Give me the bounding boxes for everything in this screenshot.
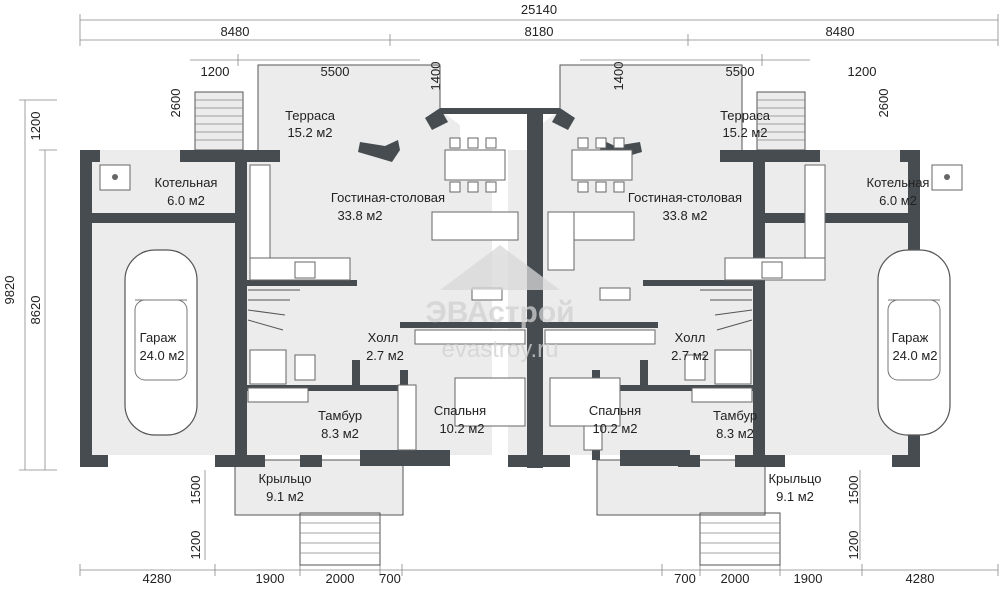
rooms-left: Терраса 15.2 м2 Котельная 6.0 м2 Гостина… xyxy=(139,108,486,504)
dim-bottom-7: 1900 xyxy=(794,571,823,586)
boiler-right-area: 6.0 м2 xyxy=(879,193,917,208)
bottom-dimensions xyxy=(79,564,999,576)
living-right-area: 33.8 м2 xyxy=(662,208,707,223)
terrace-left-area: 15.2 м2 xyxy=(287,125,332,140)
dim-bottom-8: 4280 xyxy=(906,571,935,586)
hall-right-area: 2.7 м2 xyxy=(671,348,709,363)
dim-right-terrace-offset: 1400 xyxy=(611,62,626,91)
living-right-name: Гостиная-столовая xyxy=(628,190,742,205)
dim-total-depth: 9820 xyxy=(2,276,17,305)
dim-left-terrace-offset: 1400 xyxy=(428,62,443,91)
dim-bottom-4: 700 xyxy=(379,571,401,586)
boiler-left-area: 6.0 м2 xyxy=(167,193,205,208)
porch-right-name: Крыльцо xyxy=(768,471,821,486)
boiler-left-name: Котельная xyxy=(155,175,218,190)
garage-right-name: Гараж xyxy=(892,330,929,345)
dim-bottom-3: 2000 xyxy=(326,571,355,586)
dim-right-stair-depth: 2600 xyxy=(876,89,891,118)
porch-left-name: Крыльцо xyxy=(258,471,311,486)
dim-right-porch: 1200 xyxy=(848,64,877,79)
dim-left-wing: 8480 xyxy=(221,24,250,39)
porch-right-area: 9.1 м2 xyxy=(776,489,814,504)
living-left-name: Гостиная-столовая xyxy=(331,190,445,205)
bedroom-right-name: Спальня xyxy=(589,403,641,418)
dim-total-width: 25140 xyxy=(521,2,557,17)
bedroom-right-area: 10.2 м2 xyxy=(592,421,637,436)
dim-right-terrace: 5500 xyxy=(726,64,755,79)
watermark-brand: ЭВАстрой xyxy=(425,296,574,329)
dim-bottom-2: 1900 xyxy=(256,571,285,586)
dim-bottom-1: 4280 xyxy=(143,571,172,586)
terrace-left-name: Терраса xyxy=(285,108,336,123)
vestibule-right-area: 8.3 м2 xyxy=(716,426,754,441)
watermark-site: evastroy.ru xyxy=(442,336,559,363)
garage-left-name: Гараж xyxy=(140,330,177,345)
terrace-right-area: 15.2 м2 xyxy=(722,125,767,140)
dim-right-porch-depth: 1500 xyxy=(846,476,861,505)
bedroom-left-name: Спальня xyxy=(434,403,486,418)
boiler-right-name: Котельная xyxy=(867,175,930,190)
dim-right-wing: 8480 xyxy=(826,24,855,39)
dim-middle: 8180 xyxy=(525,24,554,39)
dim-left-porch-depth: 1500 xyxy=(188,476,203,505)
hall-left-area: 2.7 м2 xyxy=(366,348,404,363)
floor-areas xyxy=(92,65,908,515)
dim-left-stair-depth: 2600 xyxy=(168,89,183,118)
living-left-area: 33.8 м2 xyxy=(337,208,382,223)
vestibule-left-area: 8.3 м2 xyxy=(321,426,359,441)
hall-left-name: Холл xyxy=(368,330,399,345)
dim-left-porch: 1200 xyxy=(201,64,230,79)
dim-left-steps-depth: 1200 xyxy=(188,531,203,560)
top-dimensions xyxy=(79,14,999,66)
vestibule-left-name: Тамбур xyxy=(318,408,362,423)
garage-left-area: 24.0 м2 xyxy=(139,348,184,363)
dim-right-steps-depth: 1200 xyxy=(846,531,861,560)
furniture xyxy=(99,137,963,451)
terrace-right-name: Терраса xyxy=(720,108,771,123)
dim-bottom-5: 700 xyxy=(674,571,696,586)
bedroom-left-area: 10.2 м2 xyxy=(439,421,484,436)
watermark: ЭВАстрой evastroy.ru xyxy=(425,245,575,363)
dim-left-terrace: 5500 xyxy=(321,64,350,79)
hall-right-name: Холл xyxy=(675,330,706,345)
dim-house-depth: 8620 xyxy=(28,296,43,325)
vestibule-right-name: Тамбур xyxy=(713,408,757,423)
dim-bottom-6: 2000 xyxy=(721,571,750,586)
garage-right-area: 24.0 м2 xyxy=(892,348,937,363)
dim-left-top-offset: 1200 xyxy=(28,112,43,141)
porch-left-area: 9.1 м2 xyxy=(266,489,304,504)
left-dimensions xyxy=(19,99,861,560)
rooms-right: Терраса 15.2 м2 Котельная 6.0 м2 Гостина… xyxy=(589,108,938,504)
